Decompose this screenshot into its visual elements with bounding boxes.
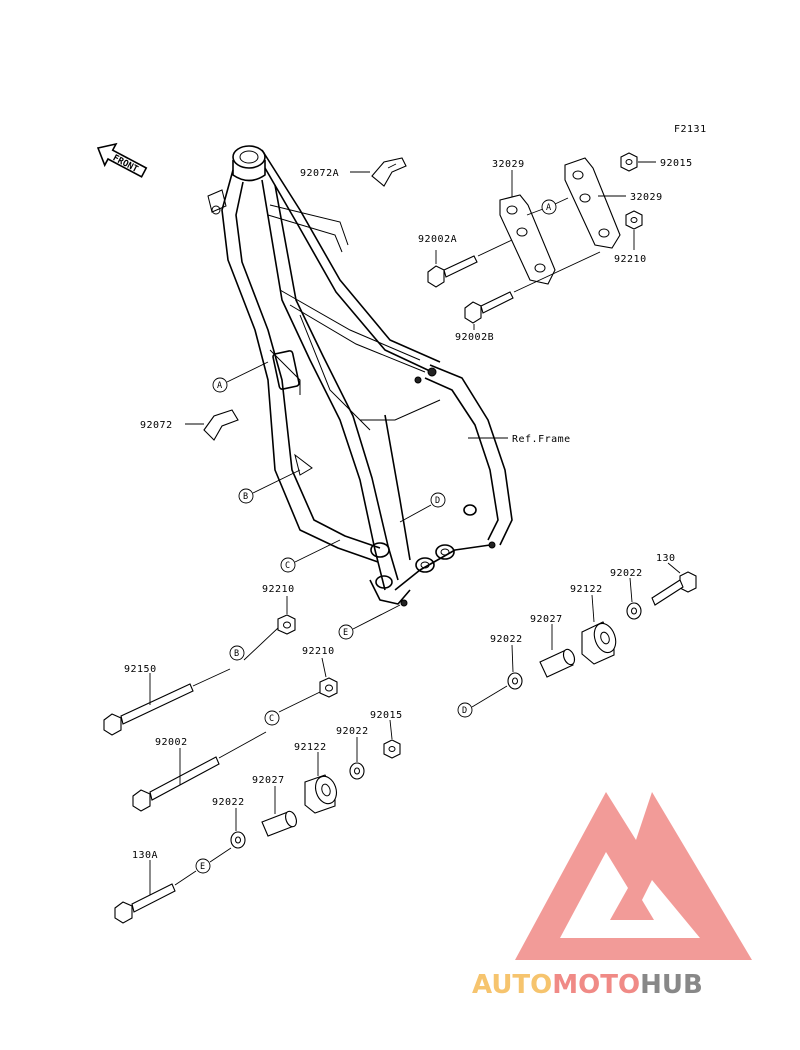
label-92002: 92002	[155, 737, 188, 748]
label-32029-right: 32029	[630, 192, 663, 203]
bracket-32029-right	[564, 157, 621, 249]
label-130A: 130A	[132, 850, 158, 861]
label-92122-right: 92122	[570, 584, 603, 595]
watermark-hub: HUB	[640, 970, 703, 1000]
ref-b-lower: B	[234, 649, 239, 659]
frame	[207, 145, 513, 607]
spacer-92027-low	[261, 810, 297, 837]
diagram-code: F2131	[674, 124, 707, 135]
label-92022-low: 92022	[336, 726, 369, 737]
watermark-logo	[515, 792, 752, 960]
bolt-92002B	[464, 291, 514, 324]
bolt-130	[651, 571, 697, 606]
ref-c-frame: C	[285, 561, 290, 571]
collar-92122-right	[581, 621, 617, 665]
watermark-moto: MOTO	[552, 970, 640, 1000]
spacer-92027-right	[539, 648, 576, 678]
front-arrow-icon: FRONT	[96, 142, 148, 178]
nut-92015-low	[383, 739, 401, 759]
nut-92015-top	[620, 152, 638, 172]
label-92210-top: 92210	[614, 254, 647, 265]
washer-92022-low	[349, 762, 365, 780]
collar-92122-low	[304, 774, 337, 814]
label-92002A: 92002A	[418, 234, 457, 245]
watermark-text: AUTOMOTOHUB	[472, 970, 703, 1000]
label-92150: 92150	[124, 664, 157, 675]
label-92002B: 92002B	[455, 332, 494, 343]
label-92072: 92072	[140, 420, 173, 431]
ref-b-frame: B	[243, 492, 248, 502]
clamp-92072A	[371, 157, 407, 187]
ref-frame-label: Ref.Frame	[512, 434, 571, 445]
label-92122-low: 92122	[294, 742, 327, 753]
nut-92210-low	[319, 677, 338, 698]
bolt-92150	[103, 683, 194, 736]
clamp-92072	[203, 409, 239, 441]
ref-a-upper: A	[546, 203, 551, 213]
ref-d-frame: D	[435, 496, 440, 506]
washer-92022-left	[230, 831, 246, 849]
bolt-92002	[132, 756, 220, 812]
label-32029-top: 32029	[492, 159, 525, 170]
label-92072A: 92072A	[300, 168, 339, 179]
label-92210-mid: 92210	[262, 584, 295, 595]
bolt-130A	[114, 883, 176, 924]
ref-e-lower: E	[200, 862, 205, 872]
ref-d-lower: D	[462, 706, 467, 716]
label-92015-top: 92015	[660, 158, 693, 169]
ref-c-lower: C	[269, 714, 274, 724]
label-92027-low: 92027	[252, 775, 285, 786]
label-92022-rightlow: 92022	[490, 634, 523, 645]
label-92210-low: 92210	[302, 646, 335, 657]
washer-92022-right	[626, 602, 642, 620]
label-92015-low: 92015	[370, 710, 403, 721]
label-92022-right: 92022	[610, 568, 643, 579]
bolt-92002A	[427, 255, 478, 288]
label-130: 130	[656, 553, 676, 564]
bracket-32029-left	[499, 194, 556, 285]
label-92027-right: 92027	[530, 614, 563, 625]
ref-e-frame: E	[343, 628, 348, 638]
nut-92210-top	[625, 210, 643, 230]
nut-92210-mid	[277, 614, 296, 635]
washer-92022-rightlow	[507, 672, 523, 690]
watermark-auto: AUTO	[472, 970, 552, 1000]
label-92022-left: 92022	[212, 797, 245, 808]
ref-a-frame: A	[217, 381, 222, 391]
